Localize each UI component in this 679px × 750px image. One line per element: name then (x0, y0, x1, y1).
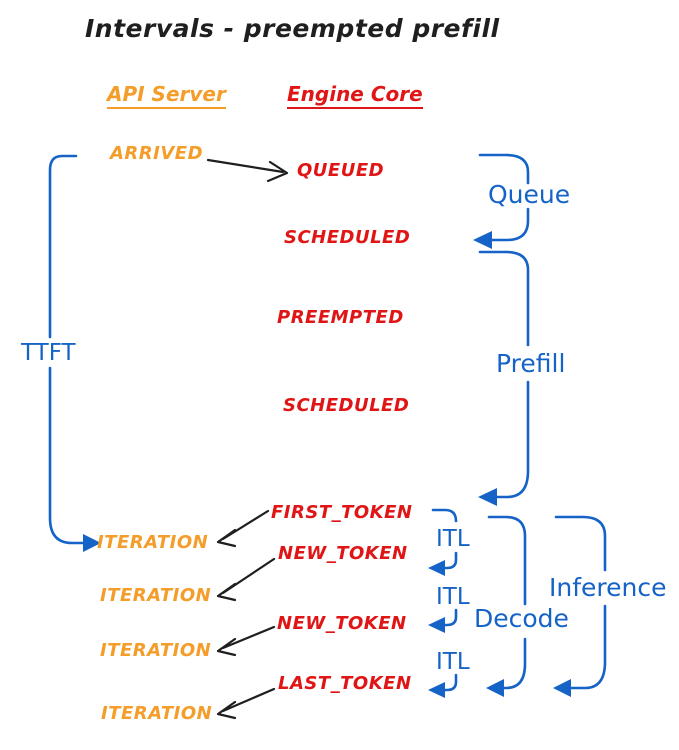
interval-itl-label-1: ITL (436, 526, 470, 552)
queue-bracket-bottom (490, 207, 530, 242)
event-queued: QUEUED (297, 160, 385, 181)
itl-hook-2 (442, 608, 458, 627)
event-new-token-2: NEW_TOKEN (277, 613, 407, 634)
interval-itl-label-2: ITL (436, 584, 470, 610)
decode-arrowhead-icon (486, 679, 504, 697)
first-token-to-iteration-arrow (216, 509, 270, 548)
engine-core-header: Engine Core (287, 82, 423, 109)
interval-queue-label: Queue (488, 180, 571, 209)
decode-bracket-top (487, 515, 527, 606)
new-token-2-to-iteration-arrow (216, 625, 276, 657)
ttft-bracket-bottom (48, 366, 88, 545)
api-server-header: API Server (107, 82, 226, 109)
event-scheduled-2: SCHEDULED (283, 395, 410, 416)
interval-decode-label: Decode (474, 604, 569, 633)
inference-bracket-top (554, 515, 607, 572)
interval-ttft-label: TTFT (21, 340, 76, 366)
interval-inference-label: Inference (549, 573, 667, 602)
decode-bracket-bottom (501, 637, 527, 690)
itl-hook-3 (442, 673, 458, 692)
inference-bracket-bottom (569, 604, 607, 690)
ttft-bracket-top (48, 154, 78, 339)
queue-bracket-top (478, 153, 530, 185)
itl-hook-2-arrowhead-icon (428, 617, 445, 633)
itl-open-bracket (431, 508, 458, 523)
event-arrived: ARRIVED (110, 143, 204, 164)
event-last-token: LAST_TOKEN (278, 673, 412, 694)
arrived-to-queued-arrow (206, 158, 289, 183)
diagram-title: Intervals - preempted prefill (85, 14, 500, 43)
prefill-arrowhead-icon (478, 488, 497, 506)
ttft-arrowhead-icon (83, 534, 101, 552)
inference-arrowhead-icon (553, 679, 571, 697)
new-token-1-to-iteration-arrow (216, 557, 276, 602)
prefill-bracket-bottom (495, 380, 530, 499)
event-first-token: FIRST_TOKEN (271, 502, 413, 523)
itl-hook-1-arrowhead-icon (428, 560, 445, 576)
itl-hook-1 (442, 551, 458, 570)
event-iteration-4: ITERATION (101, 703, 213, 724)
last-token-to-iteration-arrow (216, 687, 276, 720)
prefill-bracket-top (478, 250, 530, 347)
event-preempted: PREEMPTED (277, 307, 404, 328)
event-iteration-1: ITERATION (97, 532, 209, 553)
event-iteration-3: ITERATION (100, 640, 212, 661)
event-new-token-1: NEW_TOKEN (278, 543, 408, 564)
event-iteration-2: ITERATION (100, 585, 212, 606)
interval-itl-label-3: ITL (436, 649, 470, 675)
itl-hook-3-arrowhead-icon (428, 682, 445, 698)
interval-prefill-label: Prefill (496, 349, 566, 378)
event-scheduled-1: SCHEDULED (284, 227, 411, 248)
queue-arrowhead-icon (473, 231, 492, 249)
